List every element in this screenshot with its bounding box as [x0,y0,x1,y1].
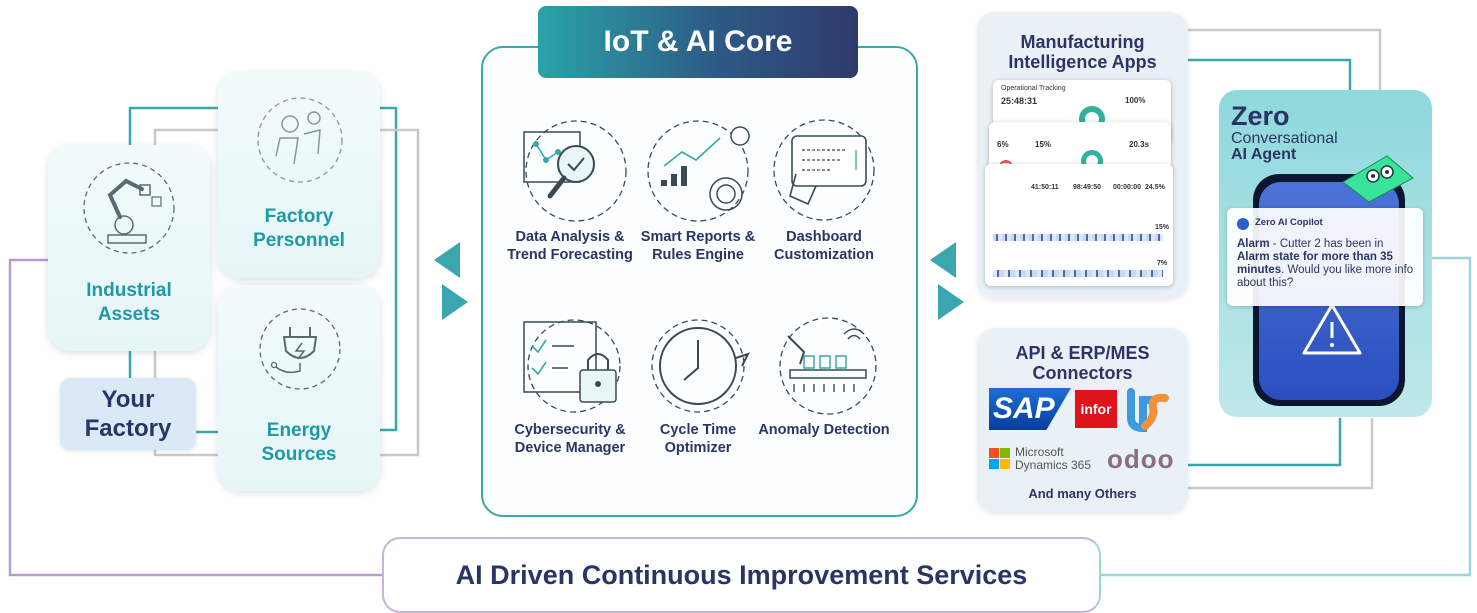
s3-timeline-1 [993,234,1163,241]
msg-bold1: Alarm [1237,238,1270,250]
apps-title-line1: Manufacturing [1020,32,1145,52]
tulip-logo-icon [1127,388,1169,432]
dynamics-logo: Microsoft Dynamics 365 [1015,445,1092,472]
s3-timeline-2 [993,270,1163,277]
warning-icon [1302,303,1362,355]
arrow-left-icon [434,242,460,278]
connectors-title-line1: API & ERP/MES [1015,343,1150,363]
agent-title-line1: Zero [1231,101,1290,131]
microsoft-logo-icon [989,448,1011,470]
cybersecurity-icon [523,319,621,413]
agent-panel: Zero Conversational AI Agent Zero AI Cop… [1219,90,1432,417]
footer-label: AI Driven Continuous Improvement Service… [455,559,1028,590]
arrow-right-icon-2 [938,284,964,320]
data-analysis-label: Data Analysis & Trend Forecasting [507,229,633,263]
agent-title-line3: AI Agent [1231,146,1297,163]
reports-icon [647,120,750,222]
s2-value3: 20.3s [1129,140,1150,149]
core-title: IoT & AI Core [538,6,858,78]
apps-title-line2: Intelligence Apps [1008,52,1157,72]
connectors-footer: And many Others [1028,486,1137,501]
arrow-right-icon [442,284,468,320]
energy-sources-card: Energy Sources [218,285,380,491]
robot-arm-icon [83,162,175,254]
factory-personnel-line1: Factory [264,206,334,227]
energy-sources-line1: Energy [266,420,332,441]
your-factory-line2: Factory [84,415,172,442]
reports-label: Smart Reports & Rules Engine [640,229,756,263]
industrial-assets-line2: Assets [97,304,161,325]
connectors-title-line2: Connectors [1032,363,1133,383]
s1-row-value: 100% [1125,96,1146,105]
s3-value3: 00:00:00 [1113,184,1142,191]
plug-icon [259,308,341,390]
chat-bubble: Zero AI Copilot Alarm - Cutter 2 has bee… [1227,208,1423,306]
factory-personnel-card: Factory Personnel [218,72,380,278]
s2-gauge-red [999,160,1013,171]
factory-personnel-line2: Personnel [253,230,345,251]
sap-logo: SAP [989,388,1071,430]
agent-title-line2: Conversational [1231,130,1338,147]
person-icon [257,97,343,183]
infor-logo: infor [1075,390,1117,428]
chat-header: Zero AI Copilot [1255,217,1323,228]
s2-value2: 15% [1035,140,1052,149]
s3-pct1: 15% [1155,224,1170,231]
your-factory-line1: Your [101,386,155,413]
continuous-improvement-bar: AI Driven Continuous Improvement Service… [382,537,1101,613]
dashboard-label: Dashboard Customization [774,229,874,263]
odoo-logo: odoo [1107,444,1175,474]
industrial-assets-card: Industrial Assets [48,145,210,351]
msg-text1: - Cutter 2 has been in [1269,238,1384,250]
msg-text2: . Would you like more info about this? [1237,264,1414,289]
connectors-panel: API & ERP/MES Connectors SAP infor Micro… [977,328,1188,512]
chat-message: Alarm - Cutter 2 has been in Alarm state… [1237,238,1417,290]
anomaly-icon [779,317,877,415]
s1-title: Operational Tracking [1001,85,1066,92]
energy-sources-line2: Sources [261,444,337,465]
industrial-assets-line1: Industrial [86,280,172,301]
dashboard-icon [773,119,875,221]
data-analysis-icon [523,120,627,222]
cycle-time-label: Cycle Time Optimizer [659,422,737,456]
arrow-left-icon-2 [930,242,956,278]
copilot-logo-icon [1237,218,1249,230]
apps-panel: Manufacturing Intelligence Apps Operatio… [977,12,1188,298]
clock-icon [651,319,750,413]
s1-value: 25:48:31 [1001,96,1038,106]
msg-bold2: Alarm state for more than 35 minutes [1237,251,1393,276]
your-factory-label: Your Factory [60,378,196,450]
s2-value1: 6% [997,140,1009,149]
robot-mascot-icon [1342,155,1414,203]
s3-value1: 41:50:11 [1031,184,1059,191]
anomaly-label: Anomaly Detection [758,422,890,438]
app-screenshot-3: 41:50:11 98:49:50 00:00:00 24.5% 15% 7% [985,164,1173,286]
cybersecurity-label: Cybersecurity & Device Manager [514,422,626,456]
s3-pct2: 7% [1157,260,1168,267]
s3-value2: 98:49:50 [1073,184,1102,191]
s3-value4: 24.5% [1145,184,1165,191]
